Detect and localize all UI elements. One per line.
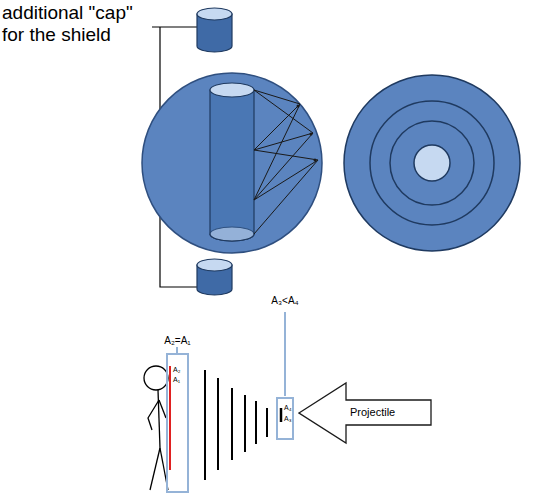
ray-dot: [297, 105, 317, 162]
area-heading: A₂=A₁: [163, 335, 191, 346]
shield-sphere: [142, 73, 322, 253]
reflection-rays: [254, 90, 318, 234]
wave-front: [205, 370, 267, 480]
shield-top-view: [344, 75, 520, 251]
arrow-label: Projectile: [350, 400, 395, 425]
person-figure: [144, 366, 168, 490]
area-heading: A₃<A₄: [270, 295, 299, 306]
cap-cylinder: [197, 8, 232, 52]
area-label: A₄: [284, 403, 292, 412]
leader-line: [284, 312, 286, 396]
area-label: A₁: [173, 375, 180, 384]
inner-cylinder: [210, 83, 254, 241]
arrow-shape: [299, 383, 431, 443]
area-label: A₃: [284, 414, 292, 423]
area-label: A₂: [173, 365, 180, 374]
area-box: A₂=A₁: [166, 353, 189, 493]
shield-surface: [169, 366, 171, 470]
cap-cylinder: [197, 259, 232, 295]
callout-label: additional "cap" for the shield: [2, 2, 152, 46]
projectile-arrow: Projectile: [298, 380, 432, 446]
projectile-tip: [280, 408, 283, 422]
